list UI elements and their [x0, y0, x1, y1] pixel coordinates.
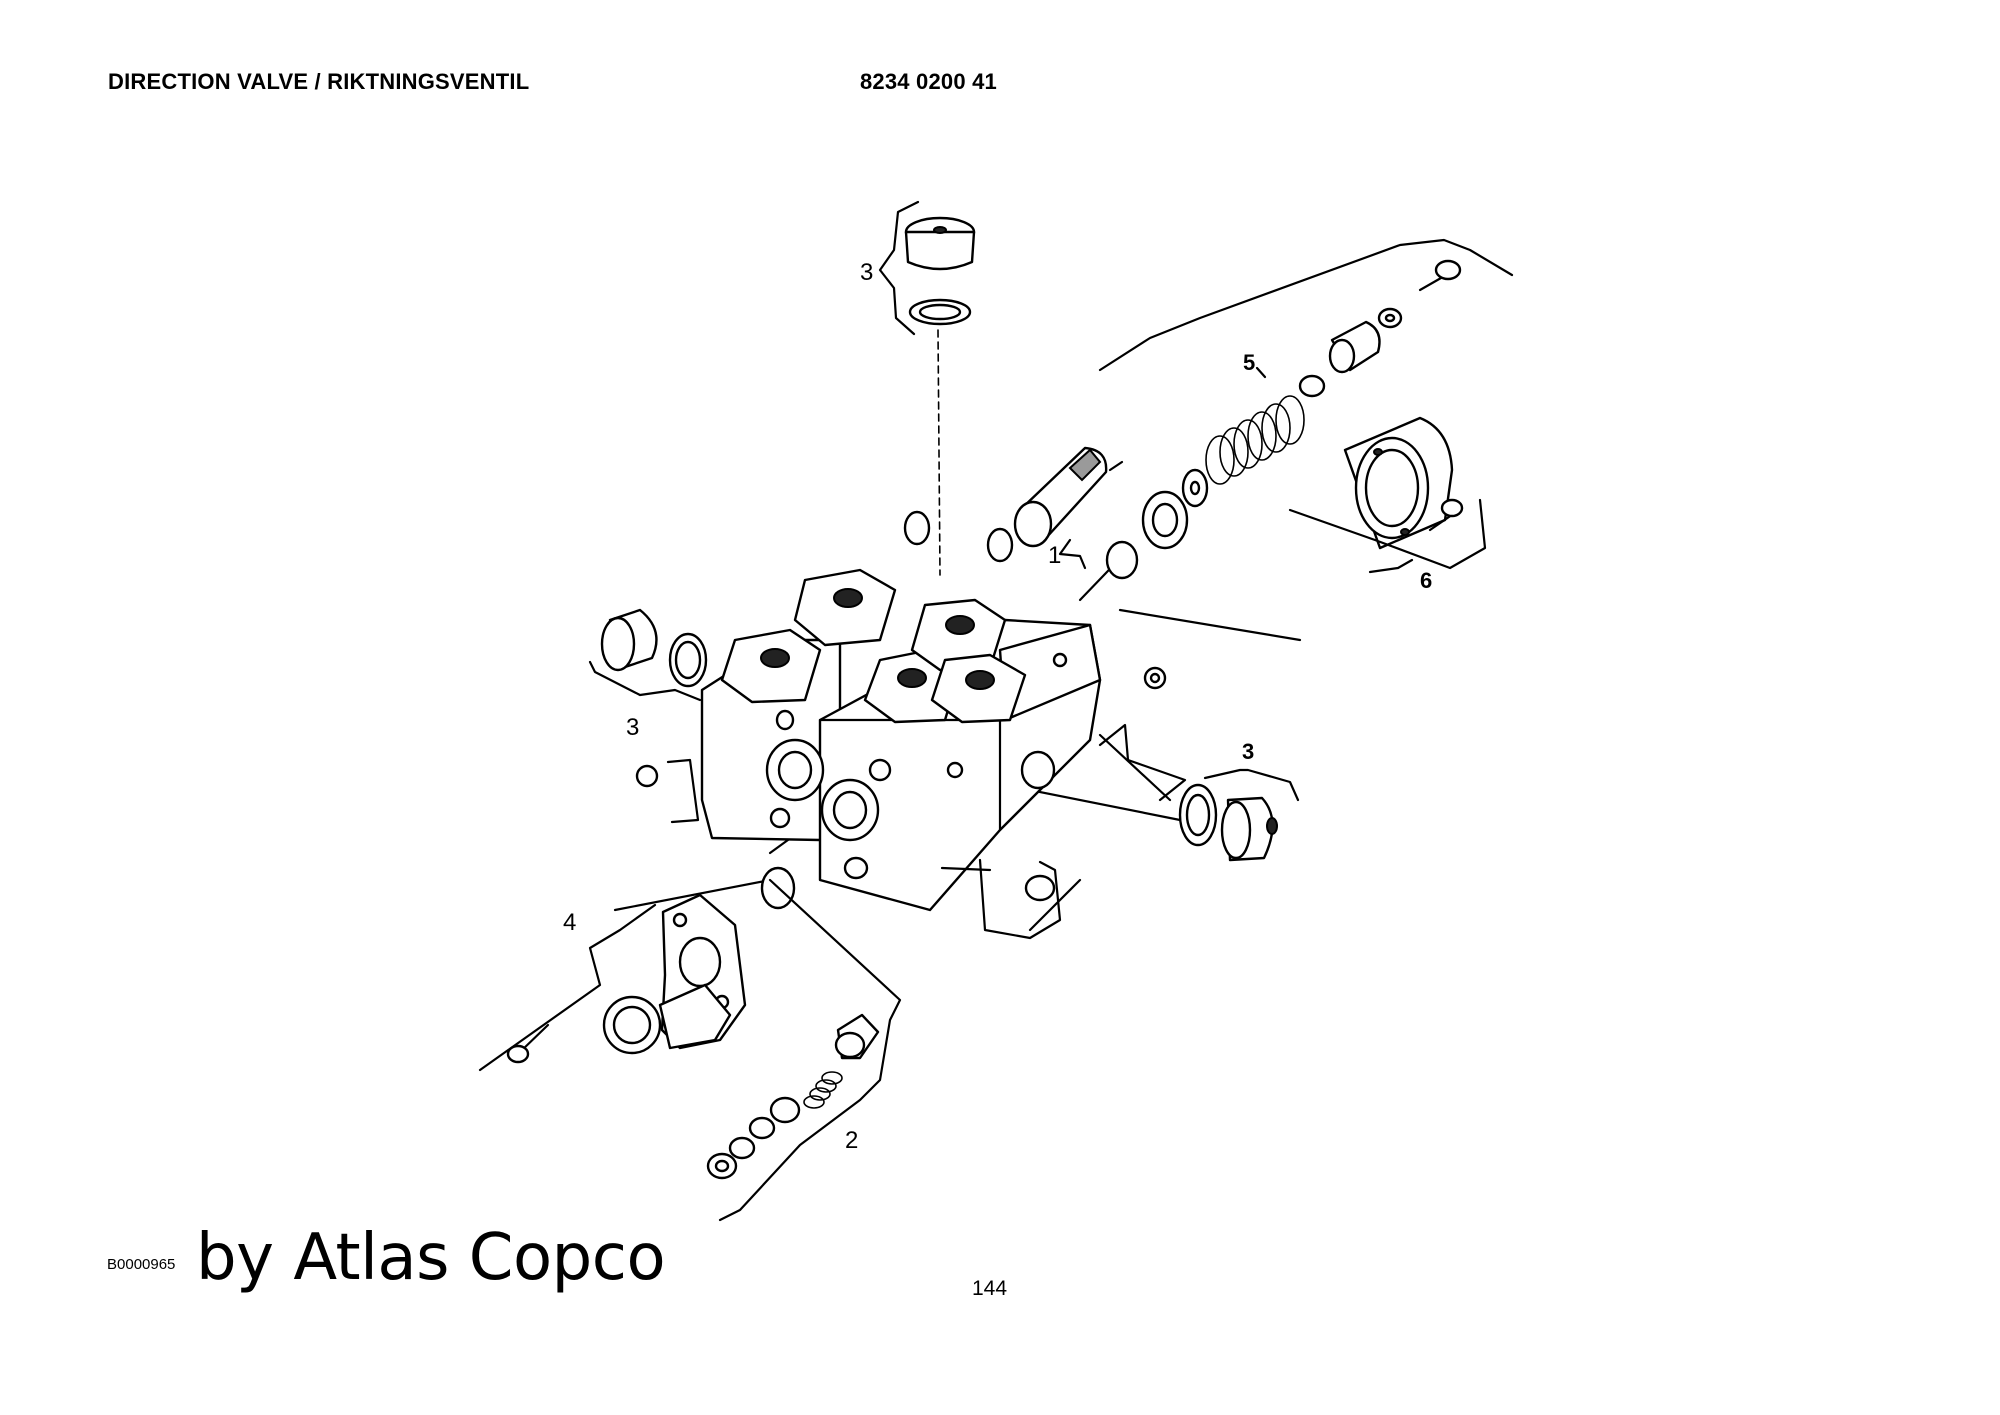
right-plug-3: 3 — [1178, 739, 1300, 862]
relief-2: 2 — [706, 878, 902, 1222]
bracket-3-top: 3 — [860, 200, 920, 336]
label-6: 6 — [1420, 568, 1432, 593]
oring-right — [1143, 666, 1167, 690]
spring-kit — [1105, 259, 1462, 580]
valve-body — [635, 568, 1187, 940]
port-bosses — [720, 568, 1027, 724]
label-2: 2 — [845, 1127, 858, 1154]
spring-coils — [1205, 395, 1305, 485]
label-3-right: 3 — [1242, 739, 1254, 764]
relief-spring — [803, 1071, 843, 1109]
page-number: 144 — [972, 1277, 1008, 1300]
brand-text: by Atlas Copco — [196, 1221, 666, 1295]
bracket-5: 5 — [1098, 238, 1514, 379]
label-4: 4 — [563, 909, 576, 936]
image-code: B0000965 — [107, 1256, 176, 1273]
label-3-top: 3 — [860, 259, 873, 286]
label-1: 1 — [1048, 542, 1061, 569]
part-number: 8234 0200 41 — [860, 69, 997, 94]
top-plug — [904, 216, 976, 326]
label-5: 5 — [1243, 350, 1255, 375]
spool-1: 1 — [986, 446, 1124, 570]
label-3-left: 3 — [626, 714, 639, 741]
cover-6: 6 — [1288, 416, 1487, 593]
left-plug-3: 3 — [588, 608, 708, 741]
flange-4: 4 — [478, 893, 747, 1072]
oring-top — [903, 510, 931, 546]
page-title: DIRECTION VALVE / RIKTNINGSVENTIL — [108, 69, 530, 94]
